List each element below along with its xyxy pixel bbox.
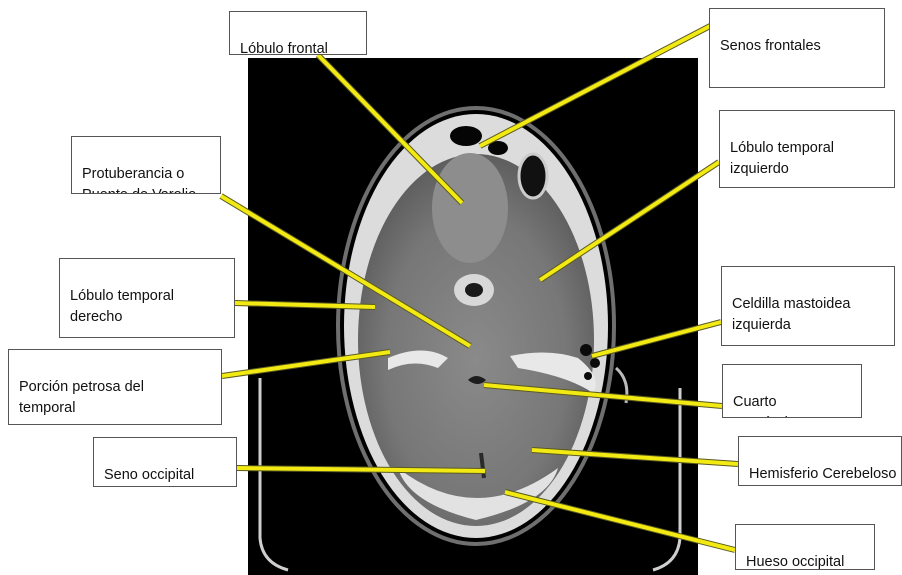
- label-cuarto-ventriculo-text: Cuarto ventrículo: [733, 394, 796, 418]
- frontal-sinus-right: [488, 141, 508, 155]
- label-hueso-occipital-text: Hueso occipital: [746, 554, 844, 570]
- label-hueso-occipital: Hueso occipital: [735, 524, 875, 570]
- suprasellar-cistern: [465, 283, 483, 297]
- label-seno-occipital: Seno occipital: [93, 437, 237, 487]
- mastoid-cell-3: [584, 372, 592, 380]
- orbit: [519, 154, 547, 198]
- label-seno-occipital-text: Seno occipital: [104, 467, 194, 483]
- label-lobulo-temporal-derecho: Lóbulo temporal derecho: [59, 258, 235, 338]
- ct-scan-graphic: [248, 58, 698, 575]
- label-lobulo-frontal: Lóbulo frontal: [229, 11, 367, 55]
- label-celdilla-mastoidea: Celdilla mastoidea izquierda: [721, 266, 895, 346]
- label-porcion-petrosa: Porción petrosa del temporal: [8, 349, 222, 425]
- label-hemisferio-cerebeloso: Hemisferio Cerebeloso: [738, 436, 902, 486]
- label-senos-frontales: Senos frontales: [709, 8, 885, 88]
- label-lobulo-temporal-izquierdo-text: Lóbulo temporal izquierdo: [730, 140, 834, 177]
- label-porcion-petrosa-text: Porción petrosa del temporal: [19, 379, 144, 416]
- ct-scan-image: [248, 58, 698, 575]
- mastoid-cell-2: [590, 358, 600, 368]
- label-senos-frontales-text: Senos frontales: [720, 38, 821, 54]
- label-lobulo-temporal-izquierdo: Lóbulo temporal izquierdo: [719, 110, 895, 188]
- label-hemisferio-cerebeloso-text: Hemisferio Cerebeloso: [749, 466, 896, 482]
- head-holder-left: [260, 378, 288, 570]
- label-protuberancia-text: Protuberancia o Puente de Varolio: [82, 166, 196, 194]
- frontal-lobe-region: [432, 153, 508, 263]
- label-lobulo-temporal-derecho-text: Lóbulo temporal derecho: [70, 288, 174, 325]
- mastoid-cell-1: [580, 344, 592, 356]
- head-holder-right: [653, 388, 680, 570]
- label-lobulo-frontal-text: Lóbulo frontal: [240, 41, 328, 55]
- label-cuarto-ventriculo: Cuarto ventrículo: [722, 364, 862, 418]
- label-celdilla-mastoidea-text: Celdilla mastoidea izquierda: [732, 296, 850, 333]
- frontal-sinus-left: [450, 126, 482, 146]
- label-protuberancia: Protuberancia o Puente de Varolio: [71, 136, 221, 194]
- ear-outline: [616, 368, 627, 403]
